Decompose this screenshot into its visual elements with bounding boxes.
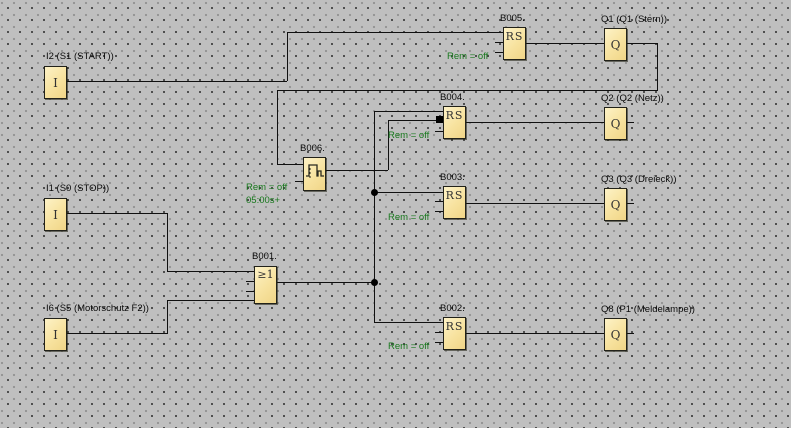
block-label-b002: B002. — [440, 303, 465, 314]
b005-param-rem: Rem = off — [447, 51, 489, 62]
wire-segment — [287, 32, 503, 33]
wire-segment — [435, 201, 443, 202]
block-label-i2: I2 (S1 (START)) — [46, 51, 114, 62]
b003-param-rem: Rem = off — [388, 212, 430, 223]
block-q1-symbol: Q — [610, 37, 621, 52]
block-i6[interactable]: I — [44, 318, 67, 351]
wire-segment — [495, 52, 503, 53]
wire-segment — [657, 43, 658, 91]
block-b002[interactable]: RS — [443, 317, 466, 350]
wire-segment — [277, 90, 278, 164]
block-i2[interactable]: I — [44, 66, 67, 99]
block-b002-symbol: RS — [445, 320, 464, 333]
wire-segment — [167, 300, 168, 334]
block-i1[interactable]: I — [44, 198, 67, 231]
wire-segment — [466, 122, 604, 123]
wire-segment — [388, 120, 436, 121]
wire-segment — [627, 43, 657, 44]
block-i1-symbol: I — [53, 207, 58, 222]
wire-segment — [374, 111, 443, 112]
wire-segment — [435, 332, 443, 333]
block-label-b006: B006. — [300, 143, 325, 154]
block-b004[interactable]: RS — [443, 106, 466, 139]
block-label-q3: Q3 (Q3 (Dreieck)) — [601, 174, 677, 185]
block-b001-symbol: ≥1 — [257, 268, 274, 281]
pulse-relay-icon — [305, 160, 325, 189]
wire-segment — [374, 111, 375, 322]
wire-segment — [388, 120, 389, 170]
block-b003[interactable]: RS — [443, 186, 466, 219]
block-q2-symbol: Q — [610, 116, 621, 131]
wire-segment — [295, 181, 303, 182]
block-i2-symbol: I — [53, 75, 58, 90]
wire-segment — [67, 213, 167, 214]
wire-segment — [466, 333, 604, 334]
wire-segment — [277, 282, 374, 283]
wire-segment — [495, 42, 503, 43]
wire-segment — [326, 170, 388, 171]
wire-segment — [246, 281, 254, 282]
connector-square — [436, 116, 443, 123]
block-label-q8: Q8 (P1 (Meldelampe)) — [601, 304, 695, 315]
wire-segment — [374, 322, 443, 323]
junction-dot — [371, 279, 378, 286]
wire-segment — [466, 203, 604, 204]
block-b006[interactable] — [303, 157, 326, 191]
wire-segment — [277, 164, 303, 165]
block-q1[interactable]: Q — [604, 28, 627, 61]
wire-segment — [167, 213, 168, 272]
wire-segment — [435, 342, 443, 343]
block-label-b005: B005. — [500, 13, 525, 24]
block-label-b001: B001. — [252, 251, 277, 262]
block-label-q2: Q2 (Q2 (Netz)) — [601, 93, 664, 104]
block-q3[interactable]: Q — [604, 188, 627, 221]
block-label-b004: B004. — [440, 92, 465, 103]
block-label-i6: I6 (S5 (Motorschutz F2)) — [46, 303, 149, 314]
block-q8[interactable]: Q — [604, 318, 627, 351]
block-label-i1: I1 (S0 (STOP)) — [46, 183, 110, 194]
block-b001[interactable]: ≥1 — [254, 266, 277, 304]
wire-segment — [287, 32, 288, 81]
wire-segment — [246, 291, 254, 292]
block-b005-symbol: RS — [505, 30, 524, 43]
junction-dot — [371, 189, 378, 196]
block-q3-symbol: Q — [610, 197, 621, 212]
block-b004-symbol: RS — [445, 109, 464, 122]
wire-segment — [526, 43, 604, 44]
block-i6-symbol: I — [53, 327, 58, 342]
wire-segment — [627, 203, 634, 204]
wire-segment — [374, 192, 443, 193]
block-label-b003: B003. — [440, 172, 465, 183]
block-q2[interactable]: Q — [604, 107, 627, 140]
block-label-q1: Q1 (Q1 (Stern)) — [601, 14, 667, 25]
b006-param-time: 05:00s+ — [246, 195, 281, 206]
wire-segment — [435, 131, 443, 132]
block-b003-symbol: RS — [445, 189, 464, 202]
block-b005[interactable]: RS — [503, 27, 526, 60]
wire-segment — [435, 211, 443, 212]
wire-segment — [627, 122, 634, 123]
b004-param-rem: Rem = off — [388, 130, 430, 141]
wire-segment — [277, 90, 657, 91]
wire-segment — [627, 333, 634, 334]
block-q8-symbol: Q — [610, 327, 621, 342]
wire-segment — [167, 300, 254, 301]
b002-param-rem: Rem = off — [388, 341, 430, 352]
wire-segment — [167, 271, 254, 272]
b006-param-rem: Rem = off — [246, 182, 288, 193]
wire-segment — [67, 333, 167, 334]
wire-segment — [67, 81, 287, 82]
